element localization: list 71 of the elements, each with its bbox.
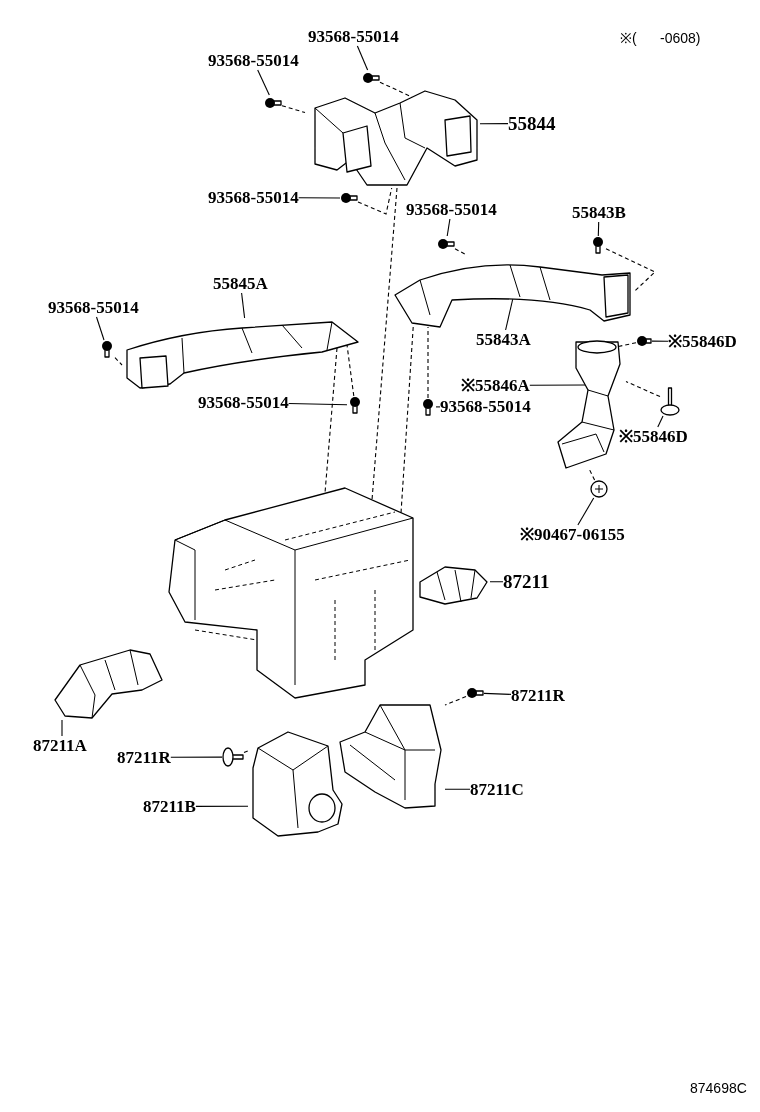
bolt-icon (347, 396, 363, 414)
assembly-line (243, 750, 249, 753)
leader-line (651, 340, 669, 342)
assembly-line (324, 347, 338, 494)
part-number: ※55846D (619, 427, 688, 446)
bolt-icon (636, 334, 652, 348)
part-number: ※55846A (461, 376, 530, 395)
bolt-icon (264, 95, 282, 111)
leader-line (479, 123, 509, 125)
assembly-line (427, 326, 429, 399)
leader-line (529, 384, 586, 386)
part-number: 87211R (511, 686, 565, 705)
leader-line (435, 406, 441, 408)
leader-line (444, 788, 471, 790)
screw-icon (222, 747, 244, 767)
part-number: 93568-55014 (406, 200, 497, 219)
bolt-icon (340, 190, 358, 206)
part-number: 55843A (476, 330, 531, 349)
part-number: 87211A (33, 736, 87, 755)
part-number: 93568-55014 (208, 188, 299, 207)
note-text: ※( -0608) (620, 29, 701, 47)
leader-line (170, 756, 223, 758)
part-number: 93568-55014 (308, 27, 399, 46)
leader-line (657, 415, 664, 428)
part-number: 55844 (508, 113, 556, 134)
leader-line (195, 805, 249, 807)
part-number: 93568-55014 (440, 397, 531, 416)
assembly-line (346, 344, 355, 397)
part-number: 55843B (572, 203, 626, 222)
clip-icon (590, 480, 608, 498)
assembly-line (371, 187, 398, 501)
leader-line (356, 45, 369, 71)
part-number: 93568-55014 (198, 393, 289, 412)
leader-line (95, 316, 105, 341)
part-number: ※90467-06155 (520, 525, 625, 544)
leader-line (298, 197, 341, 199)
leader-line (446, 218, 451, 237)
leader-line (597, 221, 600, 237)
assembly-line (357, 187, 393, 215)
assembly-line (454, 248, 468, 256)
assembly-line (589, 469, 596, 481)
part-number: 87211R (117, 748, 171, 767)
part-number: 87211B (143, 797, 196, 816)
part-number: 93568-55014 (48, 298, 139, 317)
bolt-icon (420, 398, 436, 416)
part-number: 87211C (470, 780, 524, 799)
bolt-icon (590, 236, 606, 254)
assembly-line (281, 105, 306, 114)
bolt-icon (466, 686, 484, 700)
assembly-line (444, 696, 467, 706)
leader-line (505, 297, 514, 331)
leader-line (257, 69, 270, 96)
assembly-line (114, 357, 123, 366)
leader-line (61, 719, 63, 737)
leader-line (483, 692, 512, 695)
bolt-icon (99, 340, 115, 358)
bolt-icon (362, 70, 380, 86)
leader-line (489, 581, 504, 583)
leader-line (241, 292, 246, 319)
part-number: ※55846D (668, 332, 737, 351)
leader-line (288, 402, 348, 406)
screw-icon (660, 386, 680, 416)
assembly-line (605, 248, 656, 292)
drawing-number: 874698C (690, 1080, 747, 1096)
leader-line (577, 497, 595, 526)
part-number: 55845A (213, 274, 268, 293)
assembly-line (625, 380, 661, 398)
assembly-line (400, 326, 414, 514)
part-number: 93568-55014 (208, 51, 299, 70)
part-number: 87211 (503, 571, 550, 592)
bolt-icon (437, 236, 455, 252)
